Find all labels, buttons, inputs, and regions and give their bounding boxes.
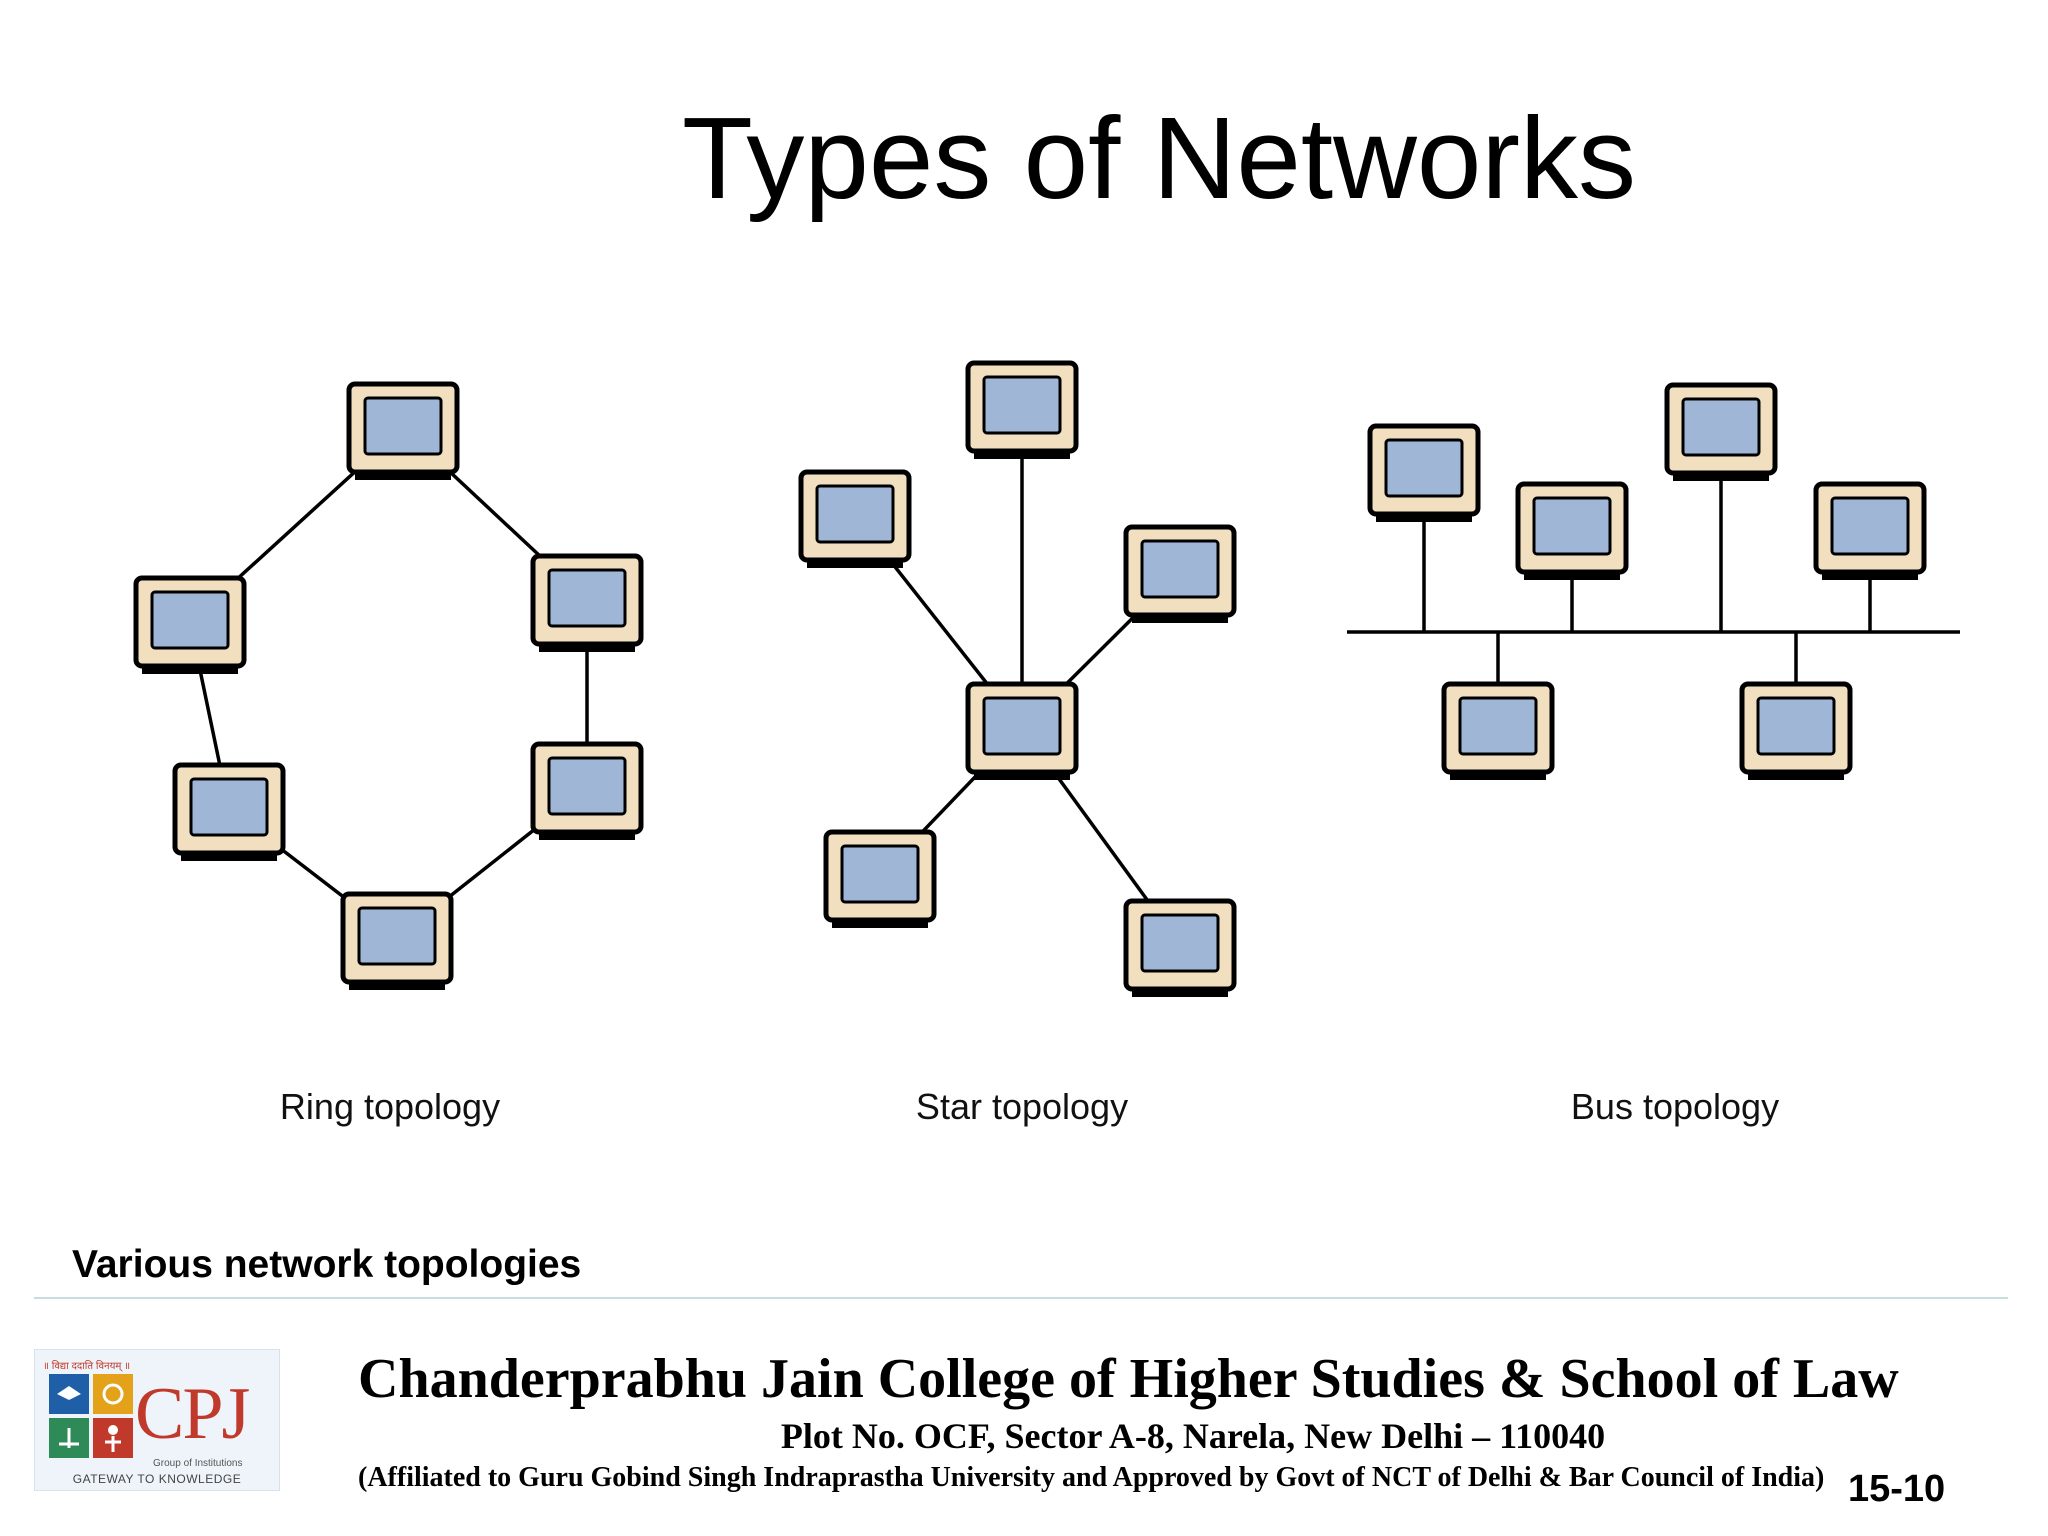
ring-topology-label: Ring topology	[279, 1086, 501, 1127]
bus-computer	[1813, 481, 1927, 580]
logo-emblem-icon	[49, 1374, 133, 1458]
star-computer	[1123, 898, 1237, 997]
college-name: Chanderprabhu Jain College of Higher Stu…	[358, 1348, 1899, 1410]
star-computer	[965, 360, 1079, 459]
figure-caption: Various network topologies	[72, 1243, 582, 1286]
college-affiliation: (Affiliated to Guru Gobind Singh Indrapr…	[358, 1462, 1825, 1493]
ring-computer	[340, 891, 454, 990]
slide-title: Types of Networks	[681, 93, 1637, 223]
footer-divider	[34, 1297, 2008, 1299]
logo-tagline: ॥ विद्या ददाति विनयम् ॥	[43, 1361, 131, 1372]
college-address: Plot No. OCF, Sector A-8, Narela, New De…	[780, 1416, 1606, 1456]
bus-computer	[1739, 681, 1853, 780]
slide-number: 15-10	[1848, 1468, 1946, 1510]
ring-computer	[530, 553, 644, 652]
college-logo: ॥ विद्या ददाति विनयम् ॥ CPJ Group of Ins…	[34, 1349, 280, 1491]
logo-gateway: GATEWAY TO KNOWLEDGE	[72, 1472, 242, 1486]
bus-computer	[1664, 382, 1778, 481]
logo-text: CPJ	[135, 1373, 250, 1455]
bus-topology-label: Bus topology	[1570, 1086, 1780, 1127]
star-hub-computer	[965, 681, 1079, 780]
bus-computer	[1515, 481, 1629, 580]
star-computer	[798, 469, 912, 568]
ring-computer	[530, 741, 644, 840]
star-computer	[823, 829, 937, 928]
bus-computer	[1367, 423, 1481, 522]
bus-computer	[1441, 681, 1555, 780]
star-topology-label: Star topology	[915, 1086, 1129, 1127]
logo-sub: Group of Institutions	[153, 1458, 243, 1469]
ring-computer	[133, 575, 247, 674]
ring-computer	[172, 762, 286, 861]
star-computer	[1123, 524, 1237, 623]
ring-computer	[346, 381, 460, 480]
